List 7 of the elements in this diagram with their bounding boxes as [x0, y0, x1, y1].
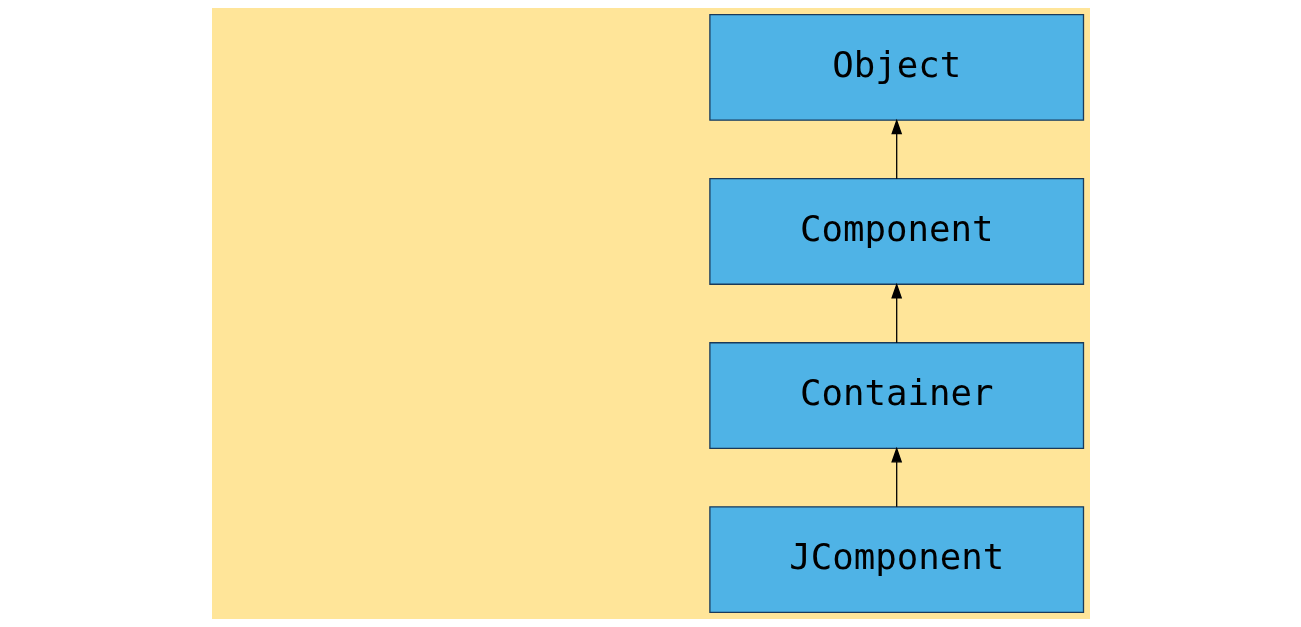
node-box: Container: [708, 342, 1084, 449]
arrow: [890, 118, 902, 180]
node-box: Object: [708, 13, 1084, 121]
arrow: [890, 282, 902, 344]
arrow: [890, 446, 902, 508]
node-box: JComponent: [708, 506, 1084, 614]
node-box: Component: [708, 178, 1084, 285]
